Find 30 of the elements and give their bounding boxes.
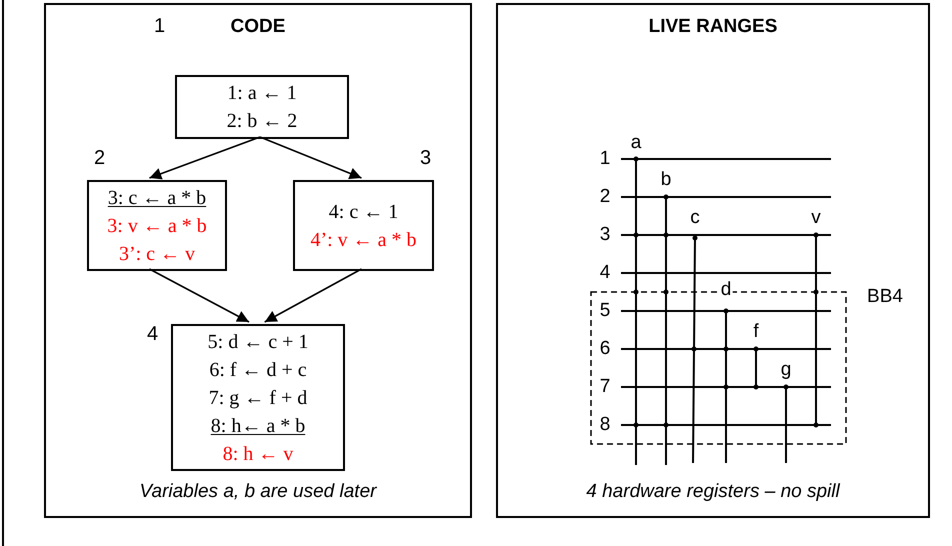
code-line: 3’: c ← v	[118, 242, 196, 266]
code-line: 2: b ← 2	[226, 109, 298, 134]
code-block	[171, 324, 345, 471]
code-line: 7: g ← f + d	[208, 386, 308, 410]
block-number: 1	[154, 14, 166, 38]
panel	[44, 3, 472, 518]
code-line: 1: a ← 1	[227, 81, 297, 106]
code-line: 8: h← a * b	[210, 414, 306, 438]
panel-title: CODE	[230, 15, 286, 39]
code-line: 4’: v ← a * b	[310, 228, 417, 252]
block-number: 3	[420, 146, 432, 170]
code-block	[293, 180, 434, 271]
arrow	[260, 136, 362, 180]
block-number: 4	[147, 322, 158, 346]
code-block	[175, 75, 349, 139]
note: 4 hardware registers – no spill	[586, 480, 840, 504]
arrow	[149, 136, 260, 180]
code-line: 8: h ← v	[222, 442, 294, 466]
arrow	[264, 268, 362, 323]
arrow	[149, 268, 250, 323]
note: Variables a, b are used later	[140, 480, 376, 504]
code-line: 3: c ← a * b	[108, 186, 206, 210]
block-number: 2	[94, 146, 106, 170]
panel-title: LIVE RANGES	[648, 15, 778, 39]
code-line: 6: f ← d + c	[209, 358, 307, 382]
code-line: 3: v ← a * b	[107, 214, 207, 238]
panel	[496, 3, 930, 518]
code-block	[87, 180, 227, 271]
code-line: 5: d ← c + 1	[208, 330, 308, 354]
code-line: 4: c ← 1	[328, 200, 398, 224]
